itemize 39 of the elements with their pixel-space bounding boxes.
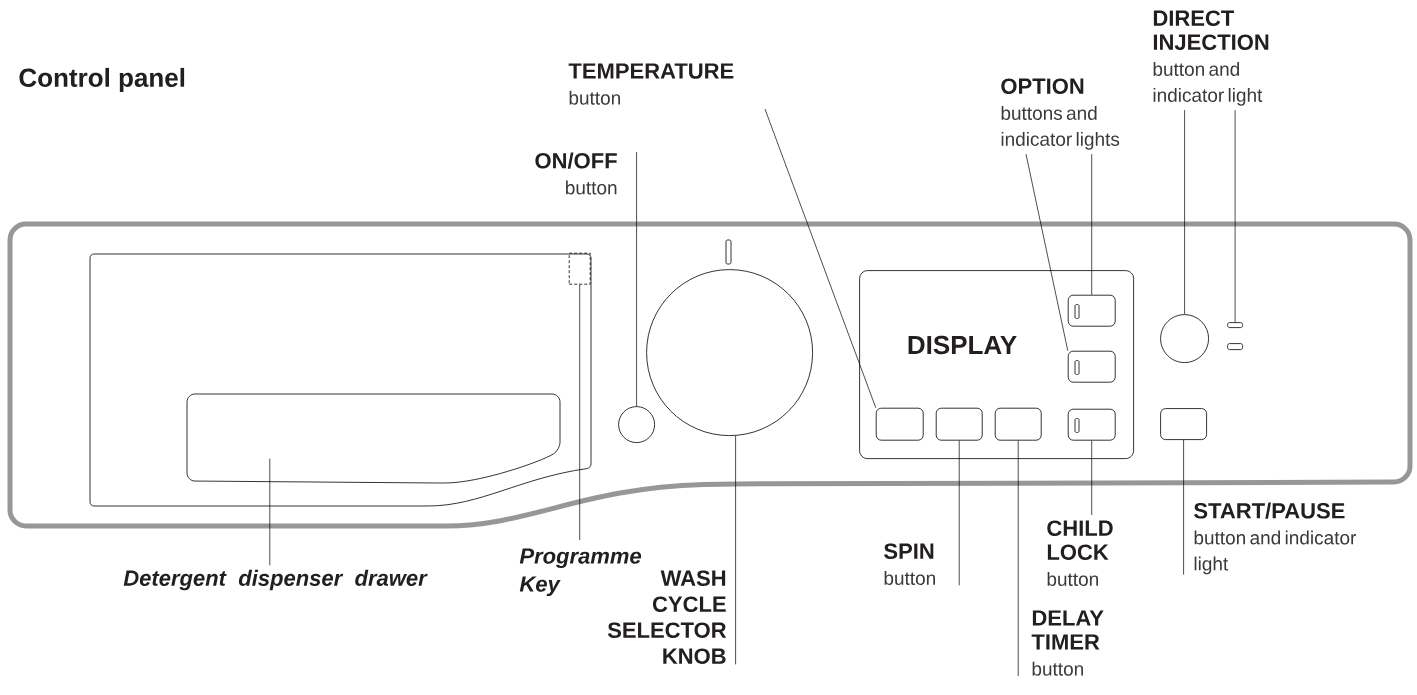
leader-line bbox=[269, 458, 271, 566]
indicator-light bbox=[1227, 322, 1243, 328]
drawer-handle bbox=[186, 393, 561, 484]
leader-line bbox=[1091, 440, 1093, 516]
leader-line bbox=[764, 108, 877, 409]
option-button bbox=[1067, 350, 1116, 383]
indicator-light bbox=[1227, 343, 1243, 350]
programme-key bbox=[568, 252, 591, 285]
callout-label: ON/OFF button bbox=[535, 152, 617, 195]
callout-label: SPIN button bbox=[884, 543, 935, 585]
leader-line bbox=[735, 435, 736, 665]
detergent-drawer bbox=[89, 253, 592, 507]
callout-label: TEMPERATURE button bbox=[568, 63, 734, 105]
leader-line bbox=[579, 284, 581, 541]
push-button bbox=[935, 407, 983, 441]
leader-line bbox=[1183, 439, 1184, 576]
callout-label: DIRECT INJECTION button and indicator light bbox=[1153, 10, 1269, 106]
leader-line bbox=[958, 440, 960, 586]
push-button bbox=[1160, 408, 1207, 440]
callout-label: CHILD LOCK button bbox=[1047, 520, 1113, 586]
leader-line bbox=[1184, 109, 1185, 315]
display-panel: DISPLAY bbox=[859, 270, 1134, 459]
leader-line bbox=[1091, 153, 1093, 296]
leader-line bbox=[1025, 153, 1069, 352]
power-button bbox=[618, 406, 655, 443]
callout-label: OPTION buttons and indicator lights bbox=[1001, 78, 1120, 150]
option-button bbox=[1067, 408, 1116, 441]
leader-line bbox=[636, 151, 637, 407]
leader-line bbox=[1234, 109, 1236, 323]
selector-knob bbox=[646, 239, 813, 436]
title: Control panel bbox=[19, 67, 185, 93]
leader-line bbox=[1017, 440, 1019, 677]
callout-label: START/PAUSE button and indicator light bbox=[1194, 502, 1357, 575]
callout-label: DELAY TIMER button bbox=[1031, 610, 1104, 676]
callout-label: Detergent dispenser drawer bbox=[123, 569, 428, 591]
push-button bbox=[875, 407, 924, 441]
push-button bbox=[994, 407, 1042, 441]
option-button bbox=[1067, 294, 1116, 327]
round-button bbox=[1160, 314, 1209, 363]
